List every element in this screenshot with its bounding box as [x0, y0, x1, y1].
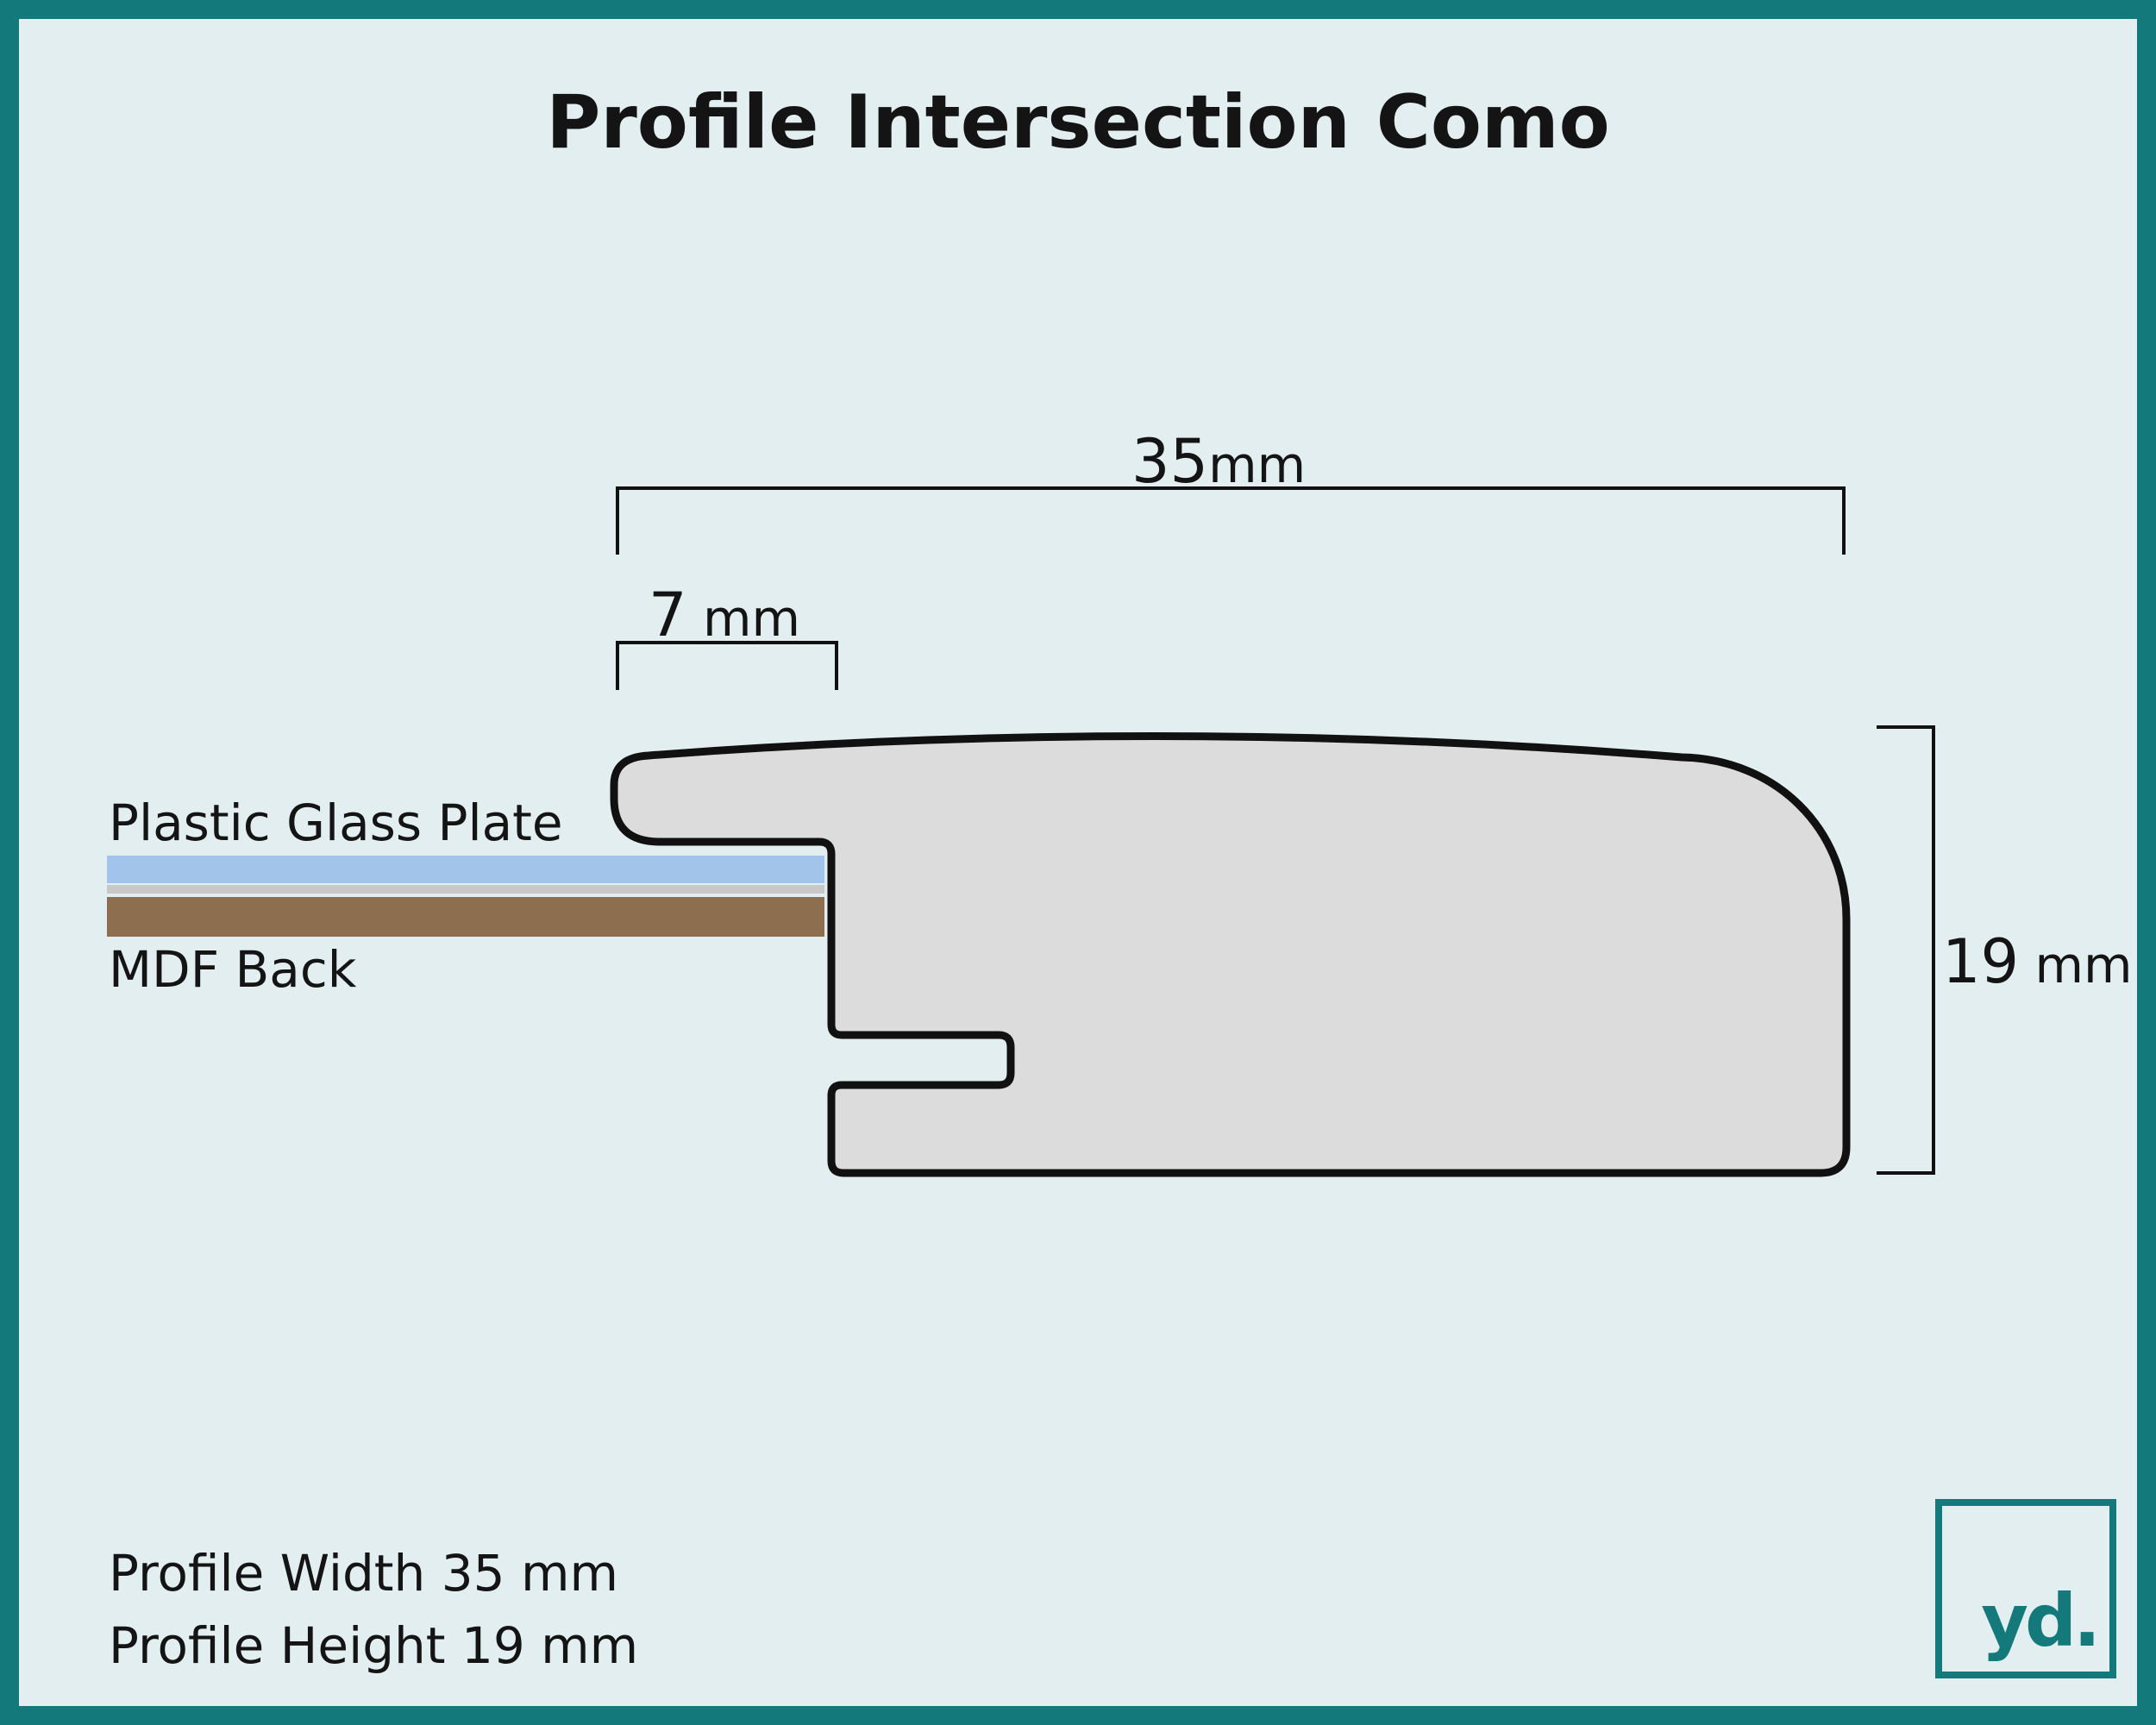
frame-profile-shape: [610, 731, 1851, 1177]
width-dimension-unit: mm: [1208, 436, 1307, 494]
mdf-back-layer: [107, 897, 824, 937]
profile-width-spec: Profile Width 35 mm: [109, 1544, 618, 1603]
glass-gap-line: [107, 885, 824, 894]
rabbet-dimension-bracket: [616, 641, 838, 690]
width-dimension-bracket: [616, 486, 1846, 555]
width-dimension-label: 35mm: [1131, 426, 1306, 497]
width-dimension-value: 35: [1131, 426, 1209, 497]
page-title: Profile Intersection Como: [546, 79, 1610, 166]
brand-logo-text: yd.: [1981, 1578, 2101, 1663]
glass-plate-layer: [107, 856, 824, 883]
glass-plate-label: Plastic Glass Plate: [109, 794, 563, 852]
profile-height-spec: Profile Height 19 mm: [109, 1616, 639, 1675]
height-dimension-label: 19 mm: [1942, 926, 2133, 997]
rabbet-dimension-label: 7 mm: [649, 580, 800, 650]
height-dimension-value: 19: [1942, 926, 2020, 997]
height-dimension-bracket: [1877, 725, 1935, 1175]
rabbet-dimension-value: 7: [649, 580, 687, 650]
brand-logo: yd.: [1935, 1499, 2116, 1678]
rabbet-dimension-unit: mm: [702, 589, 800, 648]
mdf-back-label: MDF Back: [109, 940, 357, 999]
height-dimension-unit: mm: [2034, 936, 2133, 994]
